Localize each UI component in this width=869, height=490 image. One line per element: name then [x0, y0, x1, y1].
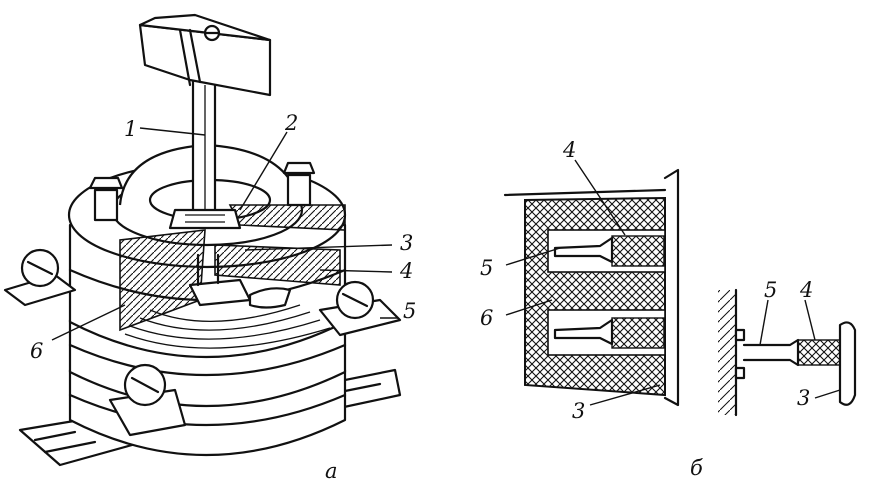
- detail-right: [718, 288, 857, 417]
- caption-b: б: [690, 456, 703, 480]
- figure-b-details: 4 5 6 3 5 4 3 б: [480, 138, 857, 480]
- label-shaft-1: 1: [124, 117, 137, 141]
- cutaway-section: [119, 204, 346, 349]
- label-terminal-5: 5: [403, 299, 416, 323]
- caption-a: а: [325, 459, 338, 483]
- label-b-contact-3: 3: [572, 399, 585, 423]
- label-b-terminal-5: 5: [480, 256, 493, 280]
- terminal-screws: [3, 161, 402, 437]
- shaft: [191, 78, 217, 222]
- label-b-insulator-6: 6: [480, 306, 493, 330]
- detail-left: [503, 168, 680, 407]
- label-nut-2: 2: [284, 111, 298, 135]
- figure-b-leaders: [505, 159, 841, 406]
- label-b2-spring-4: 4: [799, 278, 813, 302]
- figure-a-switch: 1 2 3 4 5 6 а: [3, 13, 416, 483]
- label-contact-3: 3: [400, 231, 413, 255]
- handle: [138, 13, 272, 97]
- shaft-nut: [168, 208, 242, 230]
- label-disc-6: 6: [30, 339, 43, 363]
- label-spring-4: 4: [399, 259, 413, 283]
- label-b2-terminal-5: 5: [764, 278, 777, 302]
- figure-a-leaders: [51, 127, 398, 341]
- label-b2-contact-3: 3: [797, 386, 810, 410]
- label-b-spring-4: 4: [562, 138, 576, 162]
